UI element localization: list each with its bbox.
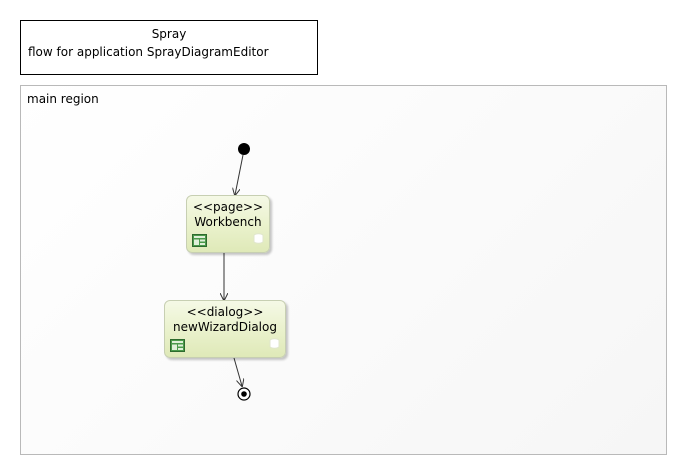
state-name: newWizardDialog	[173, 320, 277, 334]
diagram-subtitle: flow for application SprayDiagramEditor	[28, 45, 269, 59]
main-region[interactable]: main region	[20, 85, 667, 455]
initial-node[interactable]	[238, 143, 250, 155]
diagram-title: Spray	[151, 27, 187, 41]
state-stereotype: <<page>>	[192, 200, 264, 214]
final-node[interactable]	[237, 387, 251, 401]
state-stereotype: <<dialog>>	[186, 305, 264, 319]
state-new-wizard-dialog[interactable]: <<dialog>> newWizardDialog	[164, 300, 286, 358]
state-workbench[interactable]: <<page>> Workbench	[186, 195, 270, 253]
state-name: Workbench	[194, 215, 262, 229]
view-icon	[170, 339, 185, 352]
region-label: main region	[27, 92, 99, 106]
transition-initial-workbench[interactable]	[235, 154, 244, 195]
diagram-title-box: Spray flow for application SprayDiagramE…	[20, 20, 318, 75]
database-icon	[269, 338, 280, 349]
transition-dialog-final[interactable]	[233, 357, 242, 386]
database-icon	[253, 233, 264, 244]
view-icon	[192, 234, 207, 247]
